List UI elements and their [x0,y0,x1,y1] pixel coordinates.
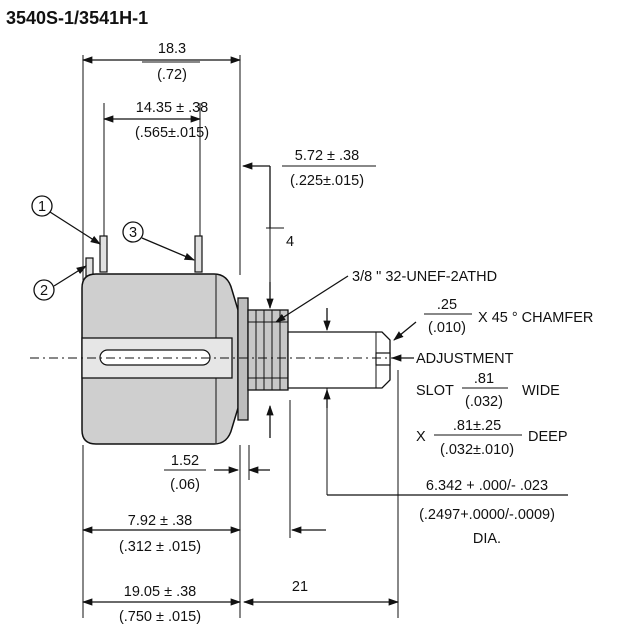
slot-depth-mm: .81±.25 [453,418,501,434]
terminal-callouts: 1 2 3 [31,195,195,301]
bushing-length-mm: 7.92 ± .38 [128,513,192,529]
terminal-spacing-in: (.565±.015) [135,125,209,141]
callout-1-label: 1 [38,199,46,215]
thread-length: 4 [286,234,294,250]
adjustment-label: ADJUSTMENT [416,351,514,367]
overall-length-in: (.72) [157,67,187,83]
callout-2-label: 2 [40,283,48,299]
potentiometer-body [81,235,391,445]
callout-3-label: 3 [129,225,137,241]
slot-width-mm: .81 [474,371,494,387]
thread-spec: 3/8 " 32-UNEF-2ATHD [352,269,497,285]
offset-mm: 5.72 ± .38 [295,148,359,164]
slot-prefix: SLOT [416,383,454,399]
part-number-title: 3540S-1/3541H-1 [6,8,148,28]
shaft-diameter-suffix: DIA. [473,531,501,547]
flange-thickness-in: (.06) [170,477,200,493]
terminal-spacing-mm: 14.35 ± .38 [136,100,208,116]
chamfer-mm: .25 [437,297,457,313]
flange-thickness-mm: 1.52 [171,453,199,469]
depth-prefix: X [416,429,426,445]
slot-suffix: WIDE [522,383,560,399]
offset-in: (.225±.015) [290,173,364,189]
terminal-1 [99,235,108,273]
shaft-diameter-mm: 6.342 + .000/- .023 [426,478,548,494]
shaft-length: 21 [292,579,308,595]
terminal-3 [194,235,203,273]
chamfer-suffix: X 45 ° CHAMFER [478,310,593,326]
chamfer-in: (.010) [428,320,466,336]
depth-suffix: DEEP [528,429,568,445]
slot-width-in: (.032) [465,394,503,410]
overall-length-mm: 18.3 [158,41,186,57]
body-depth-mm: 19.05 ± .38 [124,584,196,600]
bushing-length-in: (.312 ± .015) [119,539,201,555]
slot-depth-in: (.032±.010) [440,442,514,458]
shaft-diameter-in: (.2497+.0000/-.0009) [419,507,555,523]
body-depth-in: (.750 ± .015) [119,609,201,625]
